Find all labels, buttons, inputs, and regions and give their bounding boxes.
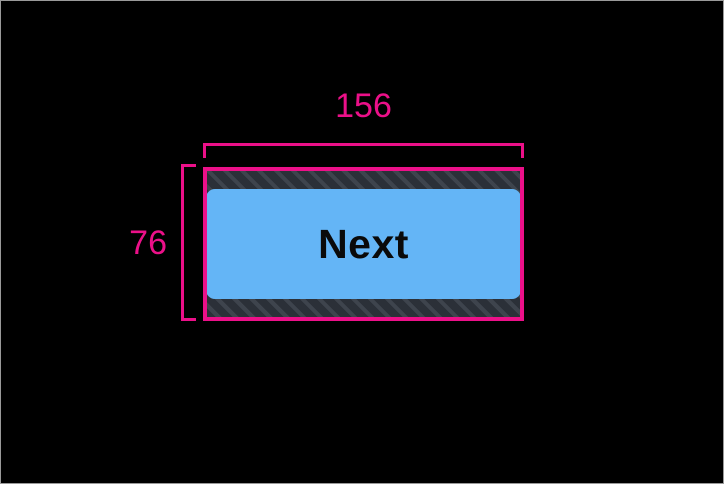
measured-element[interactable]: Next (203, 167, 524, 321)
next-button-label: Next (318, 220, 409, 267)
height-dimension-tick-end (181, 318, 196, 321)
height-dimension-tick-start (181, 164, 196, 167)
width-dimension-tick-end (521, 143, 524, 158)
width-dimension-tick-start (203, 143, 206, 158)
width-dimension-value: 156 (335, 87, 392, 125)
height-dimension-value: 76 (129, 224, 167, 262)
next-button[interactable]: Next (206, 189, 521, 299)
height-dimension-bar (181, 164, 184, 321)
width-dimension-bar (203, 143, 524, 146)
height-dimension-bracket (181, 164, 203, 321)
width-dimension-bracket (203, 143, 524, 165)
